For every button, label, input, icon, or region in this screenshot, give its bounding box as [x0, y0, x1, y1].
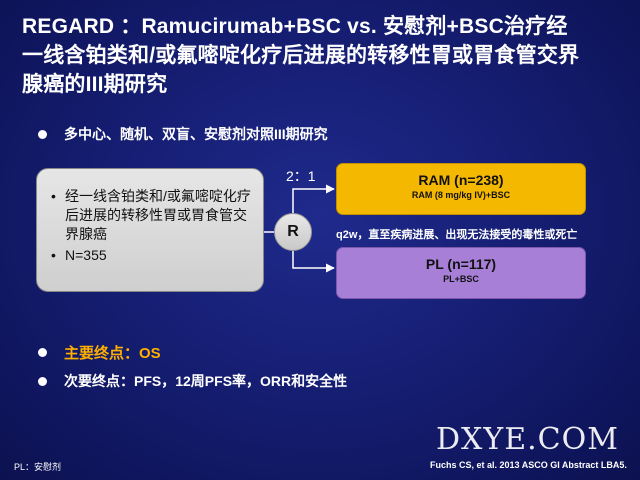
site-watermark: DXYE.COM [436, 422, 619, 457]
randomization-node: R [274, 213, 312, 251]
arm-pl-detail: PL+BSC [443, 274, 479, 284]
footnote-abbreviation: PL：安慰剂 [14, 462, 62, 472]
bullet-dot-icon [38, 376, 47, 386]
footnote-reference: Fuchs CS, et al. 2013 ASCO GI Abstract L… [430, 460, 627, 470]
bullet-dot-icon [38, 129, 47, 139]
arm-pl-title: PL (n=117) [425, 256, 497, 272]
study-design-text: 多中心、随机、双盲、安慰剂对照III期研究 [64, 126, 328, 142]
slide-title: REGARD ：Ramucirumab+BSC vs. 安慰剂+BSC治疗经 一… [22, 12, 622, 99]
title-line-3: 腺癌的III期研究 [22, 73, 168, 96]
secondary-endpoints: 次要终点：PFS，12周PFS率，ORR和安全性 [38, 371, 347, 391]
population-criteria: 经一线含铂类和/或氟嘧啶化疗后进展的转移性胃或胃食管交界腺癌 [65, 188, 251, 242]
primary-endpoint: 主要终点：OS [38, 342, 161, 363]
small-bullet-icon: • [51, 247, 56, 263]
population-item: • 经一线含铂类和/或氟嘧啶化疗后进展的转移性胃或胃食管交界腺癌 [51, 187, 255, 244]
study-design-bullet: 多中心、随机、双盲、安慰剂对照III期研究 [38, 124, 328, 144]
connector-r-to-pl [292, 251, 335, 273]
primary-endpoint-text: 主要终点：OS [64, 345, 161, 362]
small-bullet-icon: • [51, 188, 56, 204]
dosing-schedule-note: q2w，直至疾病进展、出现无法接受的毒性或死亡 [336, 229, 578, 241]
bullet-dot-icon [38, 348, 47, 357]
title-line-2: 一线含铂类和/或氟嘧啶化疗后进展的转移性胃或胃食管交界 [22, 44, 580, 67]
population-item: • N=355 [51, 246, 255, 265]
arm-ram-title: RAM (n=238) [418, 172, 504, 188]
population-size: N=355 [65, 247, 107, 263]
arm-ramucirumab: RAM (n=238) RAM (8 mg/kg IV)+BSC [336, 163, 586, 215]
secondary-endpoints-text: 次要终点：PFS，12周PFS率，ORR和安全性 [64, 373, 348, 389]
patient-population-box: • 经一线含铂类和/或氟嘧啶化疗后进展的转移性胃或胃食管交界腺癌 • N=355 [36, 168, 264, 292]
randomization-ratio: 2：1 [286, 168, 316, 184]
title-line-1: REGARD ：Ramucirumab+BSC vs. 安慰剂+BSC治疗经 [22, 15, 568, 38]
connector-r-to-ram [292, 184, 335, 213]
arm-placebo: PL (n=117) PL+BSC [336, 247, 586, 299]
arm-ram-detail: RAM (8 mg/kg IV)+BSC [411, 190, 511, 200]
